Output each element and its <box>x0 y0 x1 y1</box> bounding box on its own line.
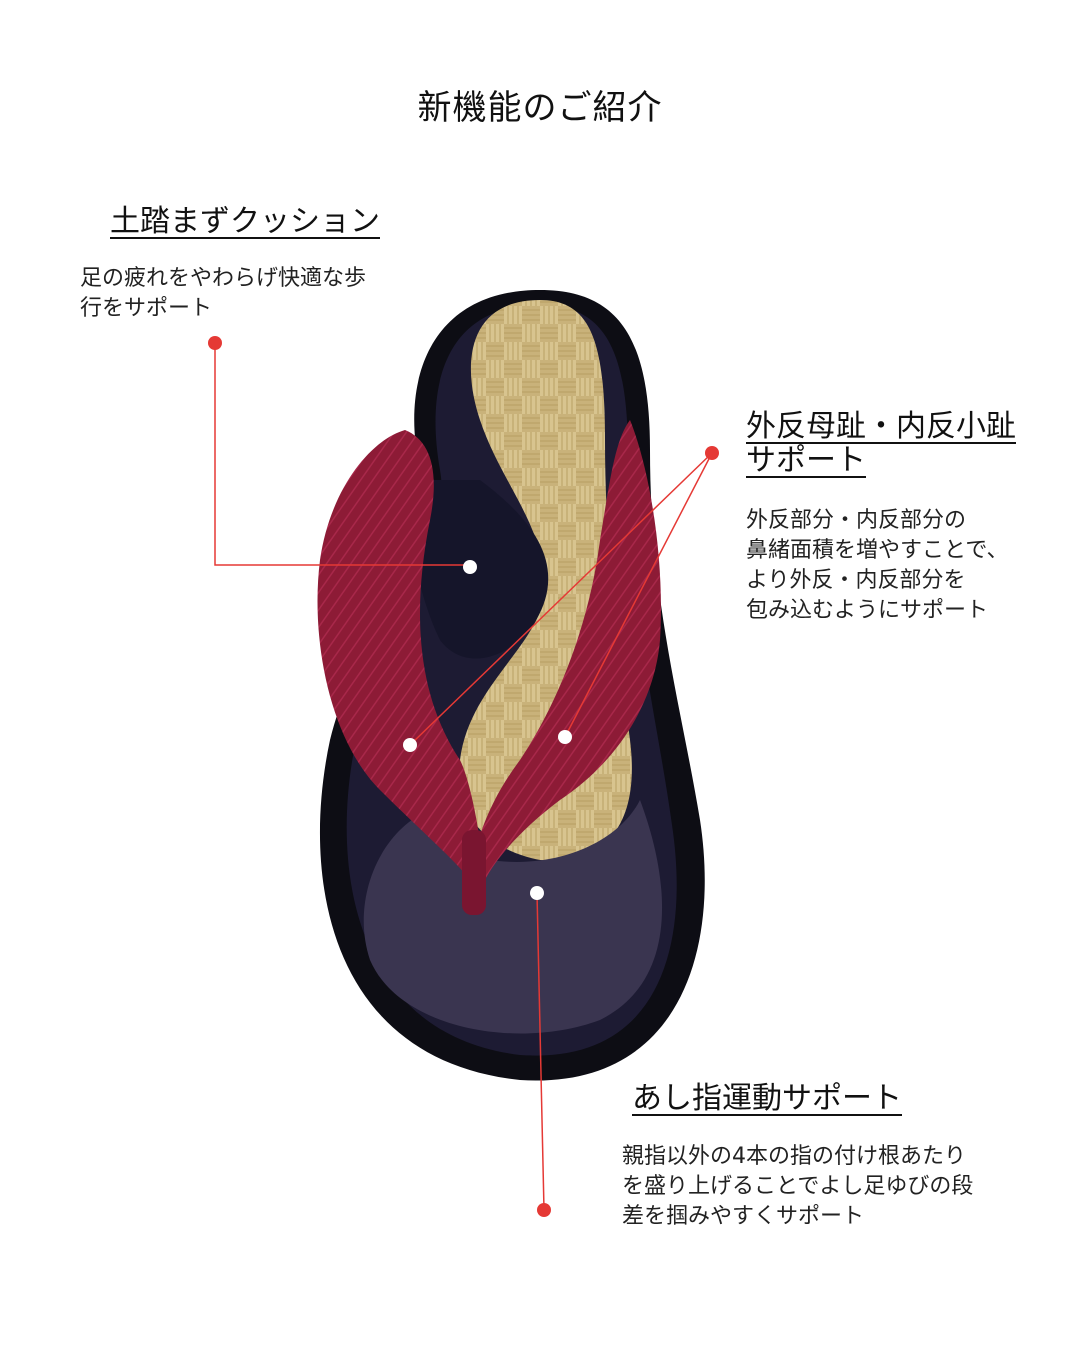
strap-right <box>470 420 661 880</box>
bunion-heading: 外反母趾・内反小趾 サポート <box>746 410 1016 478</box>
callout-line-cushion <box>214 343 470 566</box>
callout-dot-bunion <box>705 446 719 460</box>
cushion-description: 足の疲れをやわらげ快適な歩 行をサポート <box>80 266 367 321</box>
toe-exercise-heading: あし指運動サポート <box>632 1081 902 1116</box>
thong-post <box>462 830 486 915</box>
page-title: 新機能のご紹介 <box>417 88 663 128</box>
marker-arch-cushion <box>463 560 477 574</box>
toe-pad <box>363 800 663 1034</box>
callout-dot-toe <box>537 1203 551 1217</box>
bunion-heading-line1: 外反母趾・内反小趾 <box>746 409 1016 444</box>
cushion-heading: 土踏まずクッション <box>110 204 380 239</box>
marker-strap-left <box>403 738 417 752</box>
callout-line-toe <box>536 892 545 1211</box>
bunion-heading-line2: サポート <box>746 443 866 478</box>
callout-dot-cushion <box>208 336 222 350</box>
strap-left <box>317 430 485 880</box>
marker-strap-right <box>558 730 572 744</box>
callout-line-bunion-b <box>564 452 713 738</box>
callout-line-bunion-a <box>409 452 713 746</box>
toe-exercise-description: 親指以外の4本の指の付け根あたり を盛り上げることでよし足ゆびの段 差を掴みやす… <box>622 1144 974 1229</box>
bunion-description: 外反部分・内反部分の 鼻緒面積を増やすことで、 より外反・内反部分を 包み込むよ… <box>746 508 1009 623</box>
marker-toe-ridge <box>530 886 544 900</box>
arch-pad <box>411 480 549 659</box>
